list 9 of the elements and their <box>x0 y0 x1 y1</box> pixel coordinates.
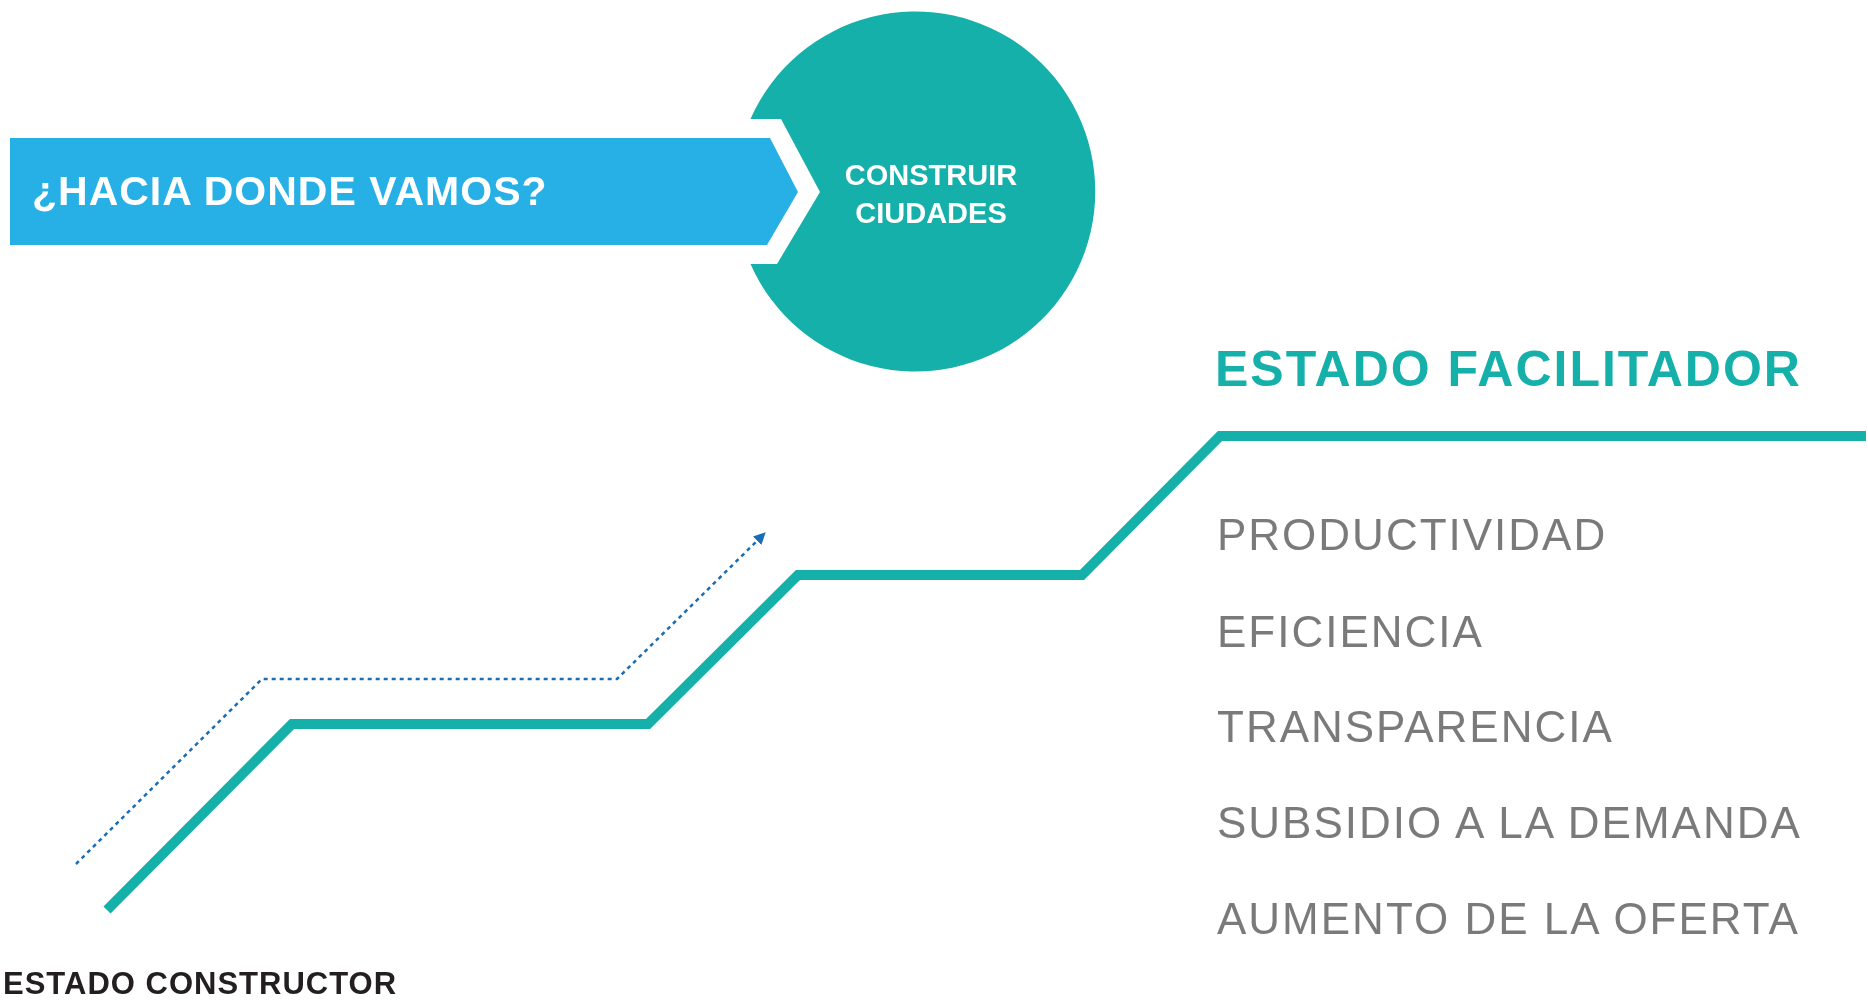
stage-heading: ESTADO FACILITADOR <box>1215 340 1802 398</box>
list-item: PRODUCTIVIDAD <box>1217 510 1608 560</box>
list-item: AUMENTO DE LA OFERTA <box>1217 894 1800 944</box>
circle-label: CONSTRUIR CIUDADES <box>843 158 1019 231</box>
stage-label: ESTADO CONSTRUCTOR <box>3 966 398 1002</box>
banner-title: ¿HACIA DONDE VAMOS? <box>32 168 548 215</box>
list-item: SUBSIDIO A LA DEMANDA <box>1217 798 1802 848</box>
list-item: TRANSPARENCIA <box>1217 702 1614 752</box>
list-item: EFICIENCIA <box>1217 607 1484 657</box>
